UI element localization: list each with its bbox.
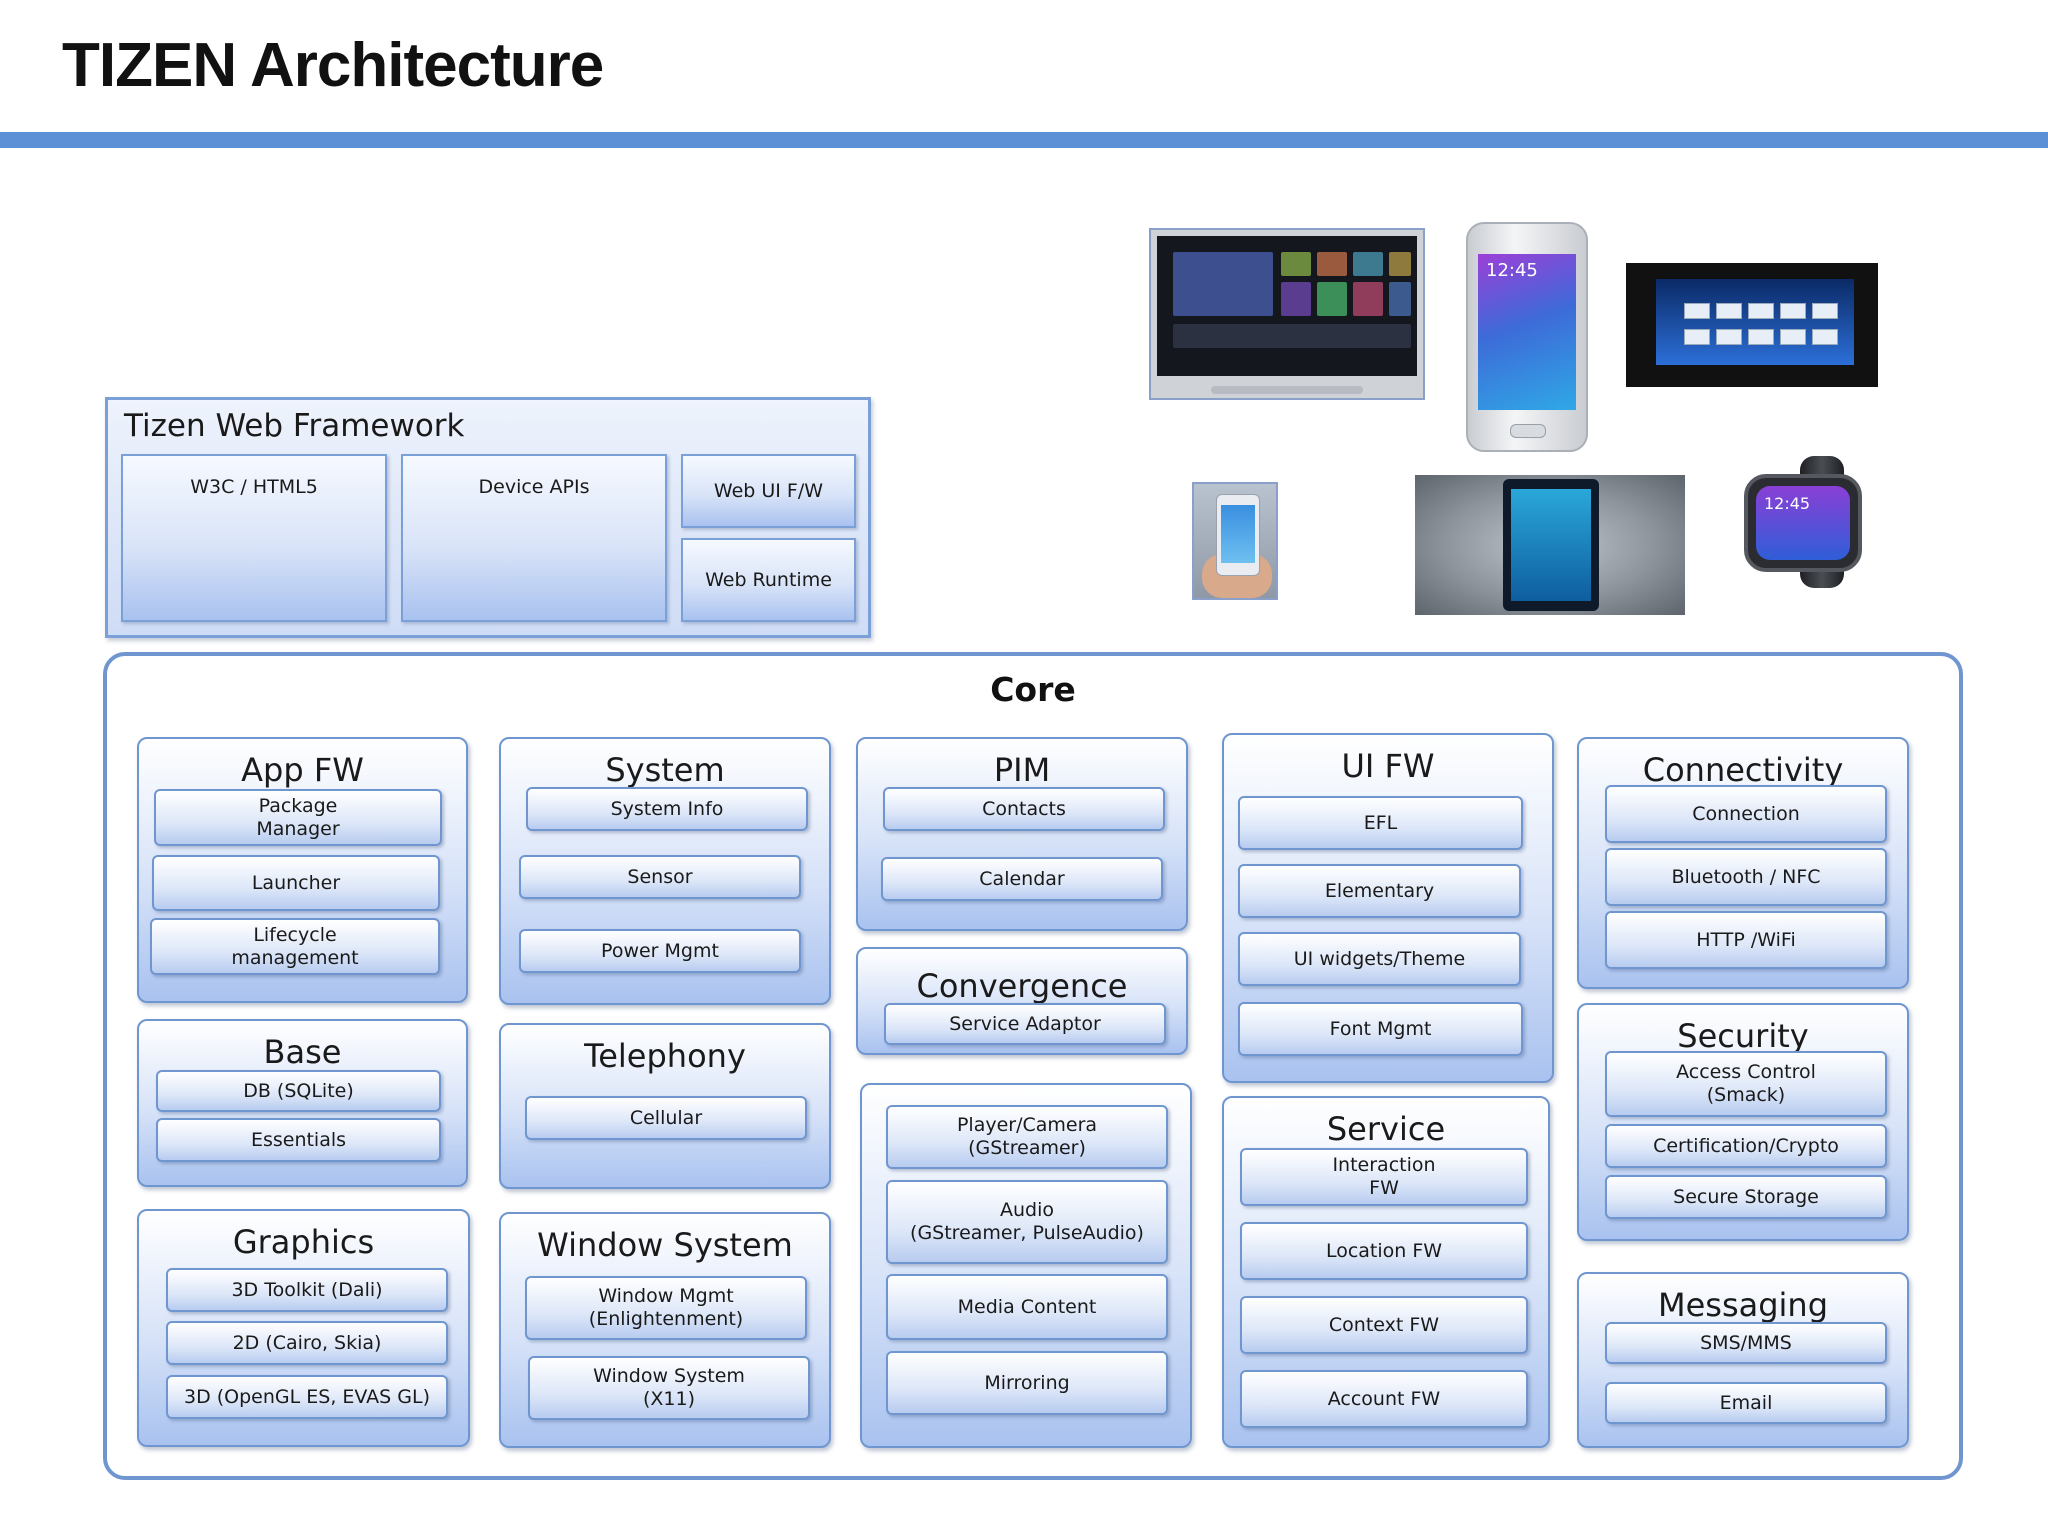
mirroring-box: Mirroring <box>886 1351 1168 1415</box>
display-tile <box>1684 303 1710 319</box>
tv-tile <box>1317 282 1347 316</box>
service-adaptor-box: Service Adaptor <box>884 1003 1166 1045</box>
contacts-box: Contacts <box>883 787 1165 831</box>
phone-in-hand-image <box>1192 482 1278 600</box>
watch-clock: 12:45 <box>1764 494 1811 513</box>
display-tile <box>1780 303 1806 319</box>
security-title: Security <box>1677 1017 1809 1055</box>
email-box: Email <box>1605 1382 1887 1424</box>
ui-widgets-theme-box: UI widgets/Theme <box>1238 932 1521 986</box>
display-tile <box>1780 329 1806 345</box>
interaction-fw-box: Interaction FW <box>1240 1148 1528 1206</box>
connection-box: Connection <box>1605 785 1887 843</box>
efl-box: EFL <box>1238 796 1523 850</box>
tv-tile <box>1353 252 1383 276</box>
3d-toolkit-box: 3D Toolkit (Dali) <box>166 1268 448 1312</box>
launcher-box: Launcher <box>152 855 440 911</box>
tv-tile <box>1353 282 1383 316</box>
pim-group: PIM <box>856 737 1188 931</box>
graphics-title: Graphics <box>232 1223 375 1261</box>
core-title: Core <box>990 670 1076 709</box>
sensor-box: Sensor <box>519 855 801 899</box>
http-wifi-box: HTTP /WiFi <box>1605 911 1887 969</box>
ui-fw-title: UI FW <box>1341 747 1435 785</box>
elementary-box: Elementary <box>1238 864 1521 918</box>
closeup-phone-device <box>1503 479 1599 611</box>
audio-box: Audio (GStreamer, PulseAudio) <box>886 1180 1168 1264</box>
smartphone-image: 12:45 <box>1466 222 1588 452</box>
title-underline <box>0 132 2048 148</box>
db-sqlite-box: DB (SQLite) <box>156 1070 441 1112</box>
telephony-title: Telephony <box>584 1037 746 1075</box>
display-tile <box>1748 329 1774 345</box>
convergence-title: Convergence <box>916 967 1128 1005</box>
watch-screen: 12:45 <box>1756 486 1850 560</box>
tv-tile <box>1317 252 1347 276</box>
pim-title: PIM <box>993 751 1051 789</box>
web-runtime-box: Web Runtime <box>681 538 856 622</box>
display-tile <box>1812 303 1838 319</box>
bluetooth-nfc-box: Bluetooth / NFC <box>1605 848 1887 906</box>
smartwatch-image: 12:45 <box>1740 452 1900 592</box>
tv-tile <box>1389 282 1411 316</box>
tv-screen <box>1157 236 1417 376</box>
essentials-box: Essentials <box>156 1118 441 1162</box>
tv-tile <box>1173 324 1411 348</box>
sms-mms-box: SMS/MMS <box>1605 1322 1887 1364</box>
device-apis-box: Device APIs <box>401 454 667 622</box>
tv-tile <box>1281 282 1311 316</box>
window-system-x11-box: Window System (X11) <box>528 1356 810 1420</box>
small-phone-screen <box>1221 505 1255 563</box>
account-fw-box: Account FW <box>1240 1370 1528 1428</box>
location-fw-box: Location FW <box>1240 1222 1528 1280</box>
lifecycle-management-box: Lifecycle management <box>150 918 440 975</box>
display-tile <box>1748 303 1774 319</box>
calendar-box: Calendar <box>881 857 1163 901</box>
display-tile <box>1684 329 1710 345</box>
phone-screen: 12:45 <box>1478 254 1576 410</box>
tv-tile <box>1173 252 1273 316</box>
web-framework-title: Tizen Web Framework <box>124 408 465 444</box>
font-mgmt-box: Font Mgmt <box>1238 1002 1523 1056</box>
tv-tile <box>1389 252 1411 276</box>
player-camera-box: Player/Camera (GStreamer) <box>886 1105 1168 1169</box>
cellular-box: Cellular <box>525 1096 807 1140</box>
small-phone-device <box>1216 494 1260 576</box>
service-title: Service <box>1326 1110 1446 1148</box>
certification-crypto-box: Certification/Crypto <box>1605 1124 1887 1168</box>
closeup-phone-screen <box>1511 489 1591 601</box>
watch-face: 12:45 <box>1744 474 1862 572</box>
display-tile <box>1716 329 1742 345</box>
media-content-box: Media Content <box>886 1274 1168 1340</box>
2d-cairo-skia-box: 2D (Cairo, Skia) <box>166 1321 448 1365</box>
system-title: System <box>605 751 725 789</box>
page-title: TIZEN Architecture <box>62 31 604 100</box>
connectivity-title: Connectivity <box>1642 751 1844 789</box>
messaging-title: Messaging <box>1657 1286 1829 1324</box>
web-ui-fw-box: Web UI F/W <box>681 454 856 528</box>
package-manager-box: Package Manager <box>154 789 442 846</box>
window-mgmt-box: Window Mgmt (Enlightenment) <box>525 1276 807 1340</box>
tv-tile <box>1281 252 1311 276</box>
display-tile <box>1812 329 1838 345</box>
car-display-image <box>1626 263 1878 387</box>
3d-opengl-box: 3D (OpenGL ES, EVAS GL) <box>166 1375 448 1419</box>
context-fw-box: Context FW <box>1240 1296 1528 1354</box>
secure-storage-box: Secure Storage <box>1605 1175 1887 1219</box>
phone-home-button <box>1510 424 1546 438</box>
car-display-screen <box>1656 279 1854 365</box>
phone-clock: 12:45 <box>1486 260 1538 281</box>
base-title: Base <box>263 1033 342 1071</box>
window-system-title: Window System <box>537 1226 793 1264</box>
tv-stand <box>1211 386 1363 394</box>
power-mgmt-box: Power Mgmt <box>519 929 801 973</box>
access-control-box: Access Control (Smack) <box>1605 1051 1887 1117</box>
display-tile <box>1716 303 1742 319</box>
smart-tv-image <box>1149 228 1425 400</box>
system-info-box: System Info <box>526 787 808 831</box>
w3c-html5-box: W3C / HTML5 <box>121 454 387 622</box>
phone-closeup-image <box>1415 475 1685 615</box>
app-fw-title: App FW <box>241 751 364 789</box>
